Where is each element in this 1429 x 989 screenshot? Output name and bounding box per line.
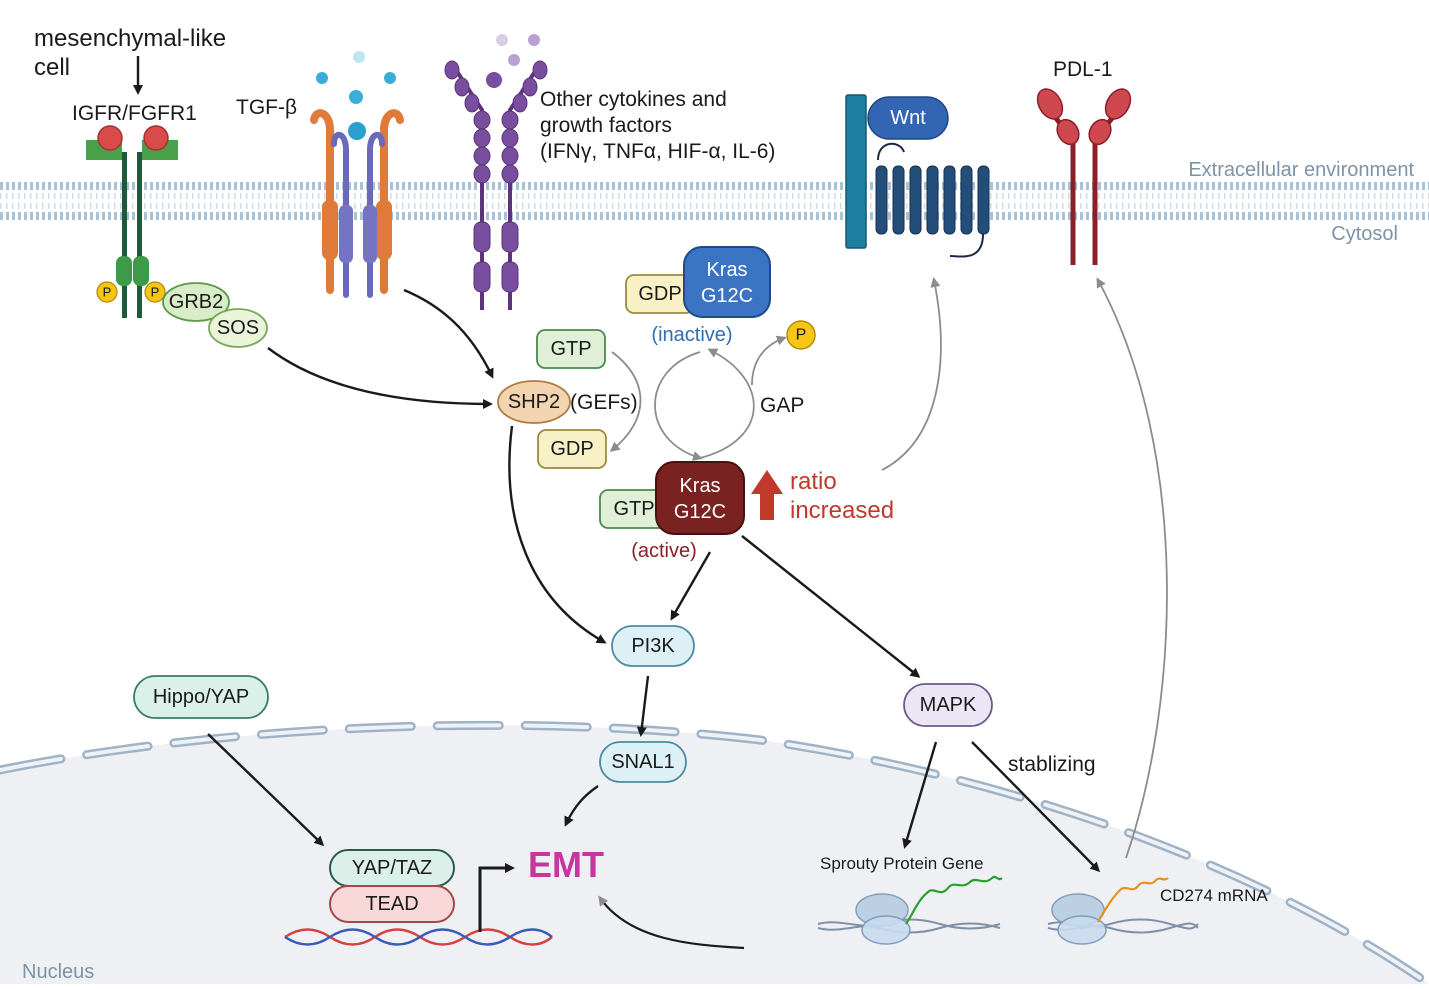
svg-text:SHP2: SHP2: [508, 391, 560, 413]
wnt-node: Wnt: [867, 96, 949, 140]
svg-text:GTP: GTP: [550, 338, 591, 360]
dna-helix-yap: [284, 928, 553, 946]
nucleus-to-emt-arrow: [598, 895, 745, 950]
extracellular-label: Extracellular environment: [1188, 159, 1414, 181]
svg-text:GRB2: GRB2: [169, 291, 223, 313]
phospho-badge-left: P: [96, 281, 118, 303]
pi3k-to-snal1-arrow: [636, 675, 650, 737]
svg-text:Kras: Kras: [706, 259, 747, 281]
ratio-label-line1: ratio: [790, 468, 837, 495]
other-cytokines-line2: growth factors: [540, 114, 672, 137]
mesenchymal-label-line1: mesenchymal-like: [34, 25, 226, 52]
svg-text:Kras: Kras: [679, 475, 720, 497]
cd274-to-pdl1-arrow: [1096, 277, 1168, 859]
cd274-label: CD274 mRNA: [1160, 886, 1268, 905]
svg-text:MAPK: MAPK: [920, 694, 977, 716]
yap-taz-node: YAP/TAZ: [329, 849, 455, 887]
gdp-inactive-node: GDP: [625, 274, 695, 314]
pi3k-node: PI3K: [611, 625, 695, 667]
tgf-beta-receptor: [310, 51, 404, 298]
phospho-released: P: [786, 320, 816, 350]
wnt-frizzled-receptor: [845, 94, 990, 258]
svg-text:Hippo/YAP: Hippo/YAP: [153, 686, 249, 708]
pdl1-receptor: [1036, 88, 1132, 265]
svg-text:TEAD: TEAD: [365, 893, 418, 915]
phosphate-release-arrow: [751, 335, 787, 386]
svg-text:Wnt: Wnt: [890, 107, 926, 129]
igfr-fgfr1-label: IGFR/FGFR1: [72, 102, 197, 125]
emt-label: EMT: [528, 844, 604, 885]
svg-text:YAP/TAZ: YAP/TAZ: [352, 857, 432, 879]
transcription-start-arrow: [478, 863, 515, 932]
other-cytokines-line1: Other cytokines and: [540, 88, 727, 111]
hippo-yap-node: Hippo/YAP: [133, 675, 269, 719]
sos-node: SOS: [208, 308, 268, 348]
cd274-translation: [1047, 877, 1199, 945]
cell-membrane: [0, 182, 1429, 220]
mapk-to-cd274-arrow: [971, 741, 1101, 873]
sprouty-translation: [817, 875, 1003, 945]
tgf-to-shp2-arrow: [403, 288, 494, 379]
pdl1-label: PDL-1: [1053, 58, 1113, 81]
kras-to-wnt-arrow: [881, 277, 942, 471]
gefs-label: (GEFs): [570, 391, 638, 414]
shp2-node: SHP2: [497, 380, 571, 424]
kras-to-mapk-arrow: [741, 535, 921, 678]
mesenchymal-label-line2: cell: [34, 54, 70, 81]
grb2-node: GRB2: [162, 282, 230, 322]
kras-inactive-node: Kras G12C: [683, 246, 771, 318]
svg-text:P: P: [796, 327, 807, 344]
cytosol-label: Cytosol: [1331, 223, 1398, 245]
svg-text:GDP: GDP: [638, 283, 681, 305]
kras-active-node: Kras G12C: [655, 461, 745, 535]
svg-text:G12C: G12C: [701, 285, 753, 307]
sprouty-label: Sprouty Protein Gene: [820, 854, 983, 873]
activation-cycle-arrow: [654, 351, 703, 461]
other-cytokines-line3: (IFNγ, TNFα, HIF-α, IL-6): [540, 140, 775, 163]
gtp-in-node: GTP: [536, 329, 606, 369]
sos-to-shp2-arrow: [267, 347, 493, 409]
kras-to-pi3k-arrow: [670, 551, 712, 621]
gtp-active-node: GTP: [599, 489, 669, 529]
svg-text:GDP: GDP: [550, 438, 593, 460]
svg-text:SNAL1: SNAL1: [611, 751, 674, 773]
gef-exchange-arrow: [609, 351, 642, 452]
phospho-badge-right: P: [144, 281, 166, 303]
hippo-to-yap-arrow: [207, 733, 325, 847]
mapk-to-sprouty-arrow: [902, 741, 938, 849]
snal1-node: SNAL1: [599, 741, 687, 783]
nucleus-label: Nucleus: [22, 961, 94, 983]
svg-text:SOS: SOS: [217, 317, 259, 339]
shp2-to-pi3k-arrow: [508, 425, 607, 644]
cytokine-receptor: [444, 34, 548, 310]
gap-cycle-arrow: [699, 348, 755, 459]
gap-label: GAP: [760, 394, 804, 417]
inactive-label: (inactive): [651, 324, 732, 346]
igfr-fgfr1-receptor: [86, 125, 178, 318]
ratio-label-line2: increased: [790, 497, 894, 524]
svg-text:P: P: [103, 285, 112, 300]
svg-text:G12C: G12C: [674, 501, 726, 523]
active-label: (active): [631, 540, 697, 562]
svg-text:P: P: [151, 285, 160, 300]
ratio-up-arrow: [751, 470, 783, 520]
svg-text:PI3K: PI3K: [631, 635, 675, 657]
tgf-beta-label: TGF-β: [236, 96, 297, 119]
tead-node: TEAD: [329, 885, 455, 923]
igf-ligand-right: [143, 125, 169, 151]
gdp-out-node: GDP: [537, 429, 607, 469]
mapk-node: MAPK: [903, 683, 993, 727]
igf-ligand-left: [97, 125, 123, 151]
svg-text:GTP: GTP: [613, 498, 654, 520]
stabilizing-label: stablizing: [1008, 753, 1096, 776]
snal1-to-emt-arrow: [564, 785, 599, 827]
